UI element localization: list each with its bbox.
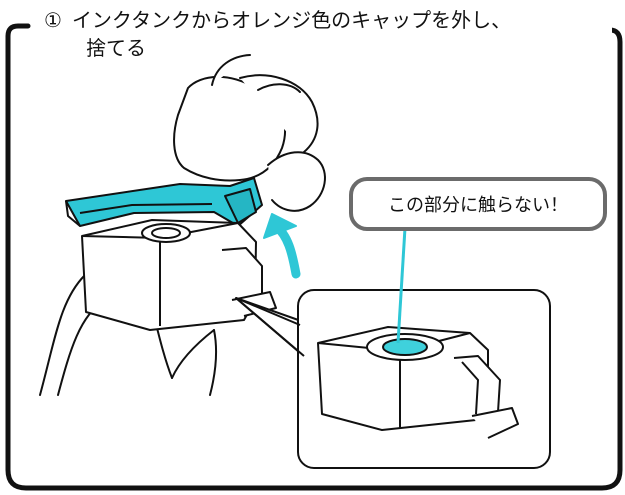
step-text-line2: 捨てる xyxy=(86,36,146,60)
callout-pointer-line xyxy=(396,227,407,344)
step-text-line1: インクタンクからオレンジ色のキャップを外し、 xyxy=(71,8,512,32)
pulling-hand xyxy=(173,54,326,212)
ink-tank-main xyxy=(81,219,277,331)
ink-tank-detail xyxy=(317,326,519,439)
callout-warning-label: この部分に触らない！ xyxy=(349,177,607,231)
curved-up-arrow-icon xyxy=(263,213,301,279)
cap xyxy=(65,177,263,227)
step-number: ① xyxy=(44,8,62,32)
step-instruction: ① インクタンクからオレンジ色のキャップを外し、 捨てる xyxy=(38,6,612,62)
